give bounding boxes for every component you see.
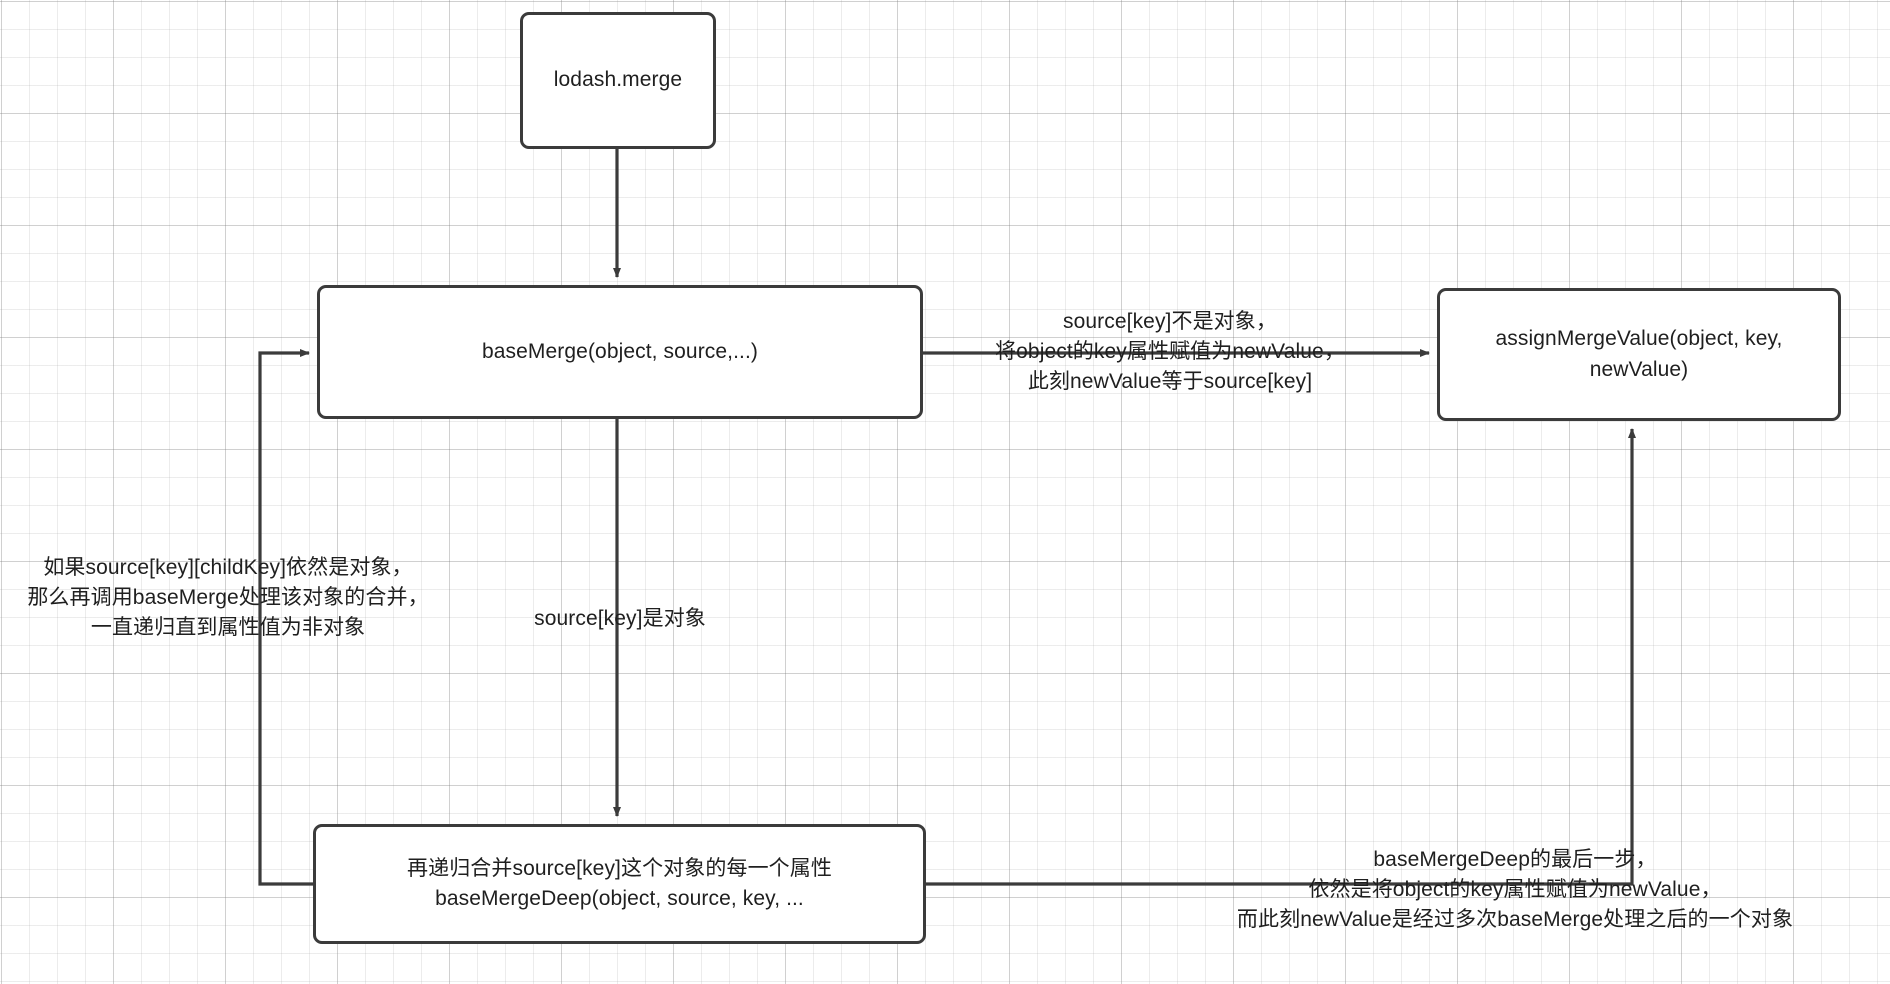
node-assign-merge-value-label: assignMergeValue(object, key, newValue) xyxy=(1495,327,1783,381)
node-base-merge-deep[interactable]: 再递归合并source[key]这个对象的每一个属性 baseMergeDeep… xyxy=(313,824,926,944)
node-base-merge-label: baseMerge(object, source,...) xyxy=(481,339,759,363)
node-assign-merge-value[interactable]: assignMergeValue(object, key, newValue) xyxy=(1437,288,1841,421)
edge-label-source-key-not-object: source[key]不是对象， 将object的key属性赋值为newValu… xyxy=(995,310,1345,393)
edge-basemergedeep-to-assignmergevalue xyxy=(926,428,1636,886)
node-lodash-merge[interactable]: lodash.merge xyxy=(520,12,716,149)
node-base-merge[interactable]: baseMerge(object, source,...) xyxy=(317,285,923,419)
edge-label-last-step: baseMergeDeep的最后一步， 依然是将object的key属性赋值为n… xyxy=(1236,848,1794,931)
node-lodash-merge-label: lodash.merge xyxy=(553,68,683,92)
edge-label-source-key-is-object: source[key]是对象 xyxy=(534,607,706,630)
edge-label-recursive-merge: 如果source[key][childKey]依然是对象， 那么再调用baseM… xyxy=(27,556,429,639)
node-base-merge-deep-label: 再递归合并source[key]这个对象的每一个属性 baseMergeDeep… xyxy=(407,856,832,910)
